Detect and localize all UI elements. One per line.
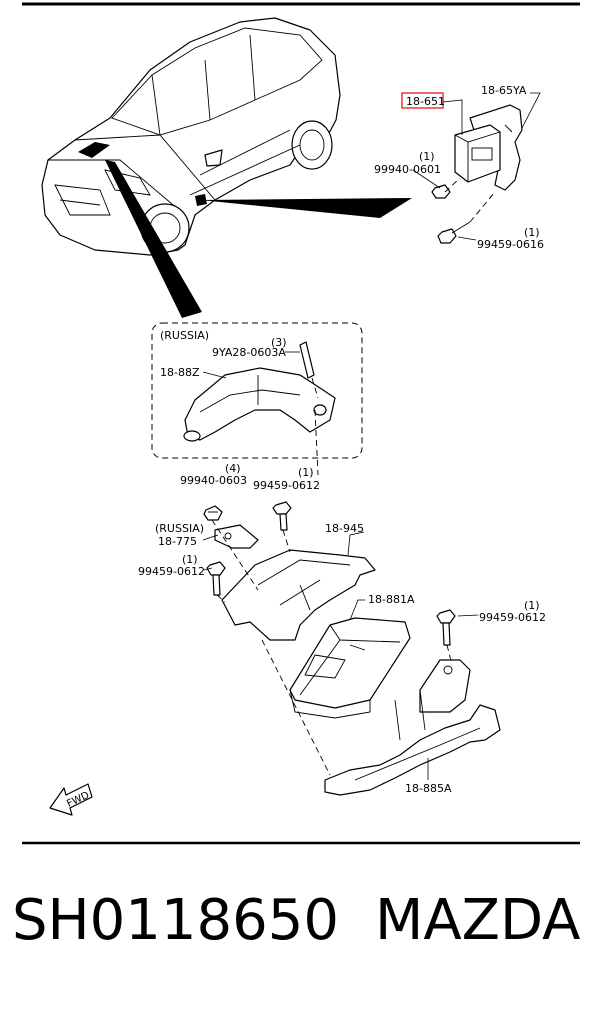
vehicle-illustration xyxy=(41,17,341,256)
label-18-885A[interactable]: 18-885A xyxy=(405,782,452,795)
label-99459-0612-mid[interactable]: 99459-0612 xyxy=(253,479,320,492)
cover-part xyxy=(183,341,336,442)
label-bolt-russia-qty: (3) xyxy=(271,336,287,349)
ecu-18-881A xyxy=(289,617,411,719)
label-18-651[interactable]: 18-651 xyxy=(406,95,445,108)
nut-99940-0603 xyxy=(203,505,223,521)
label-nut-top-qty: (1) xyxy=(419,150,435,163)
label-99459-0612-left[interactable]: 99459-0612 xyxy=(138,565,205,578)
label-18-88Z[interactable]: 18-88Z xyxy=(160,366,200,379)
label-nut-mid-qty: (4) xyxy=(225,462,241,475)
label-99940-0603[interactable]: 99940-0603 xyxy=(180,474,247,487)
bolt-mid xyxy=(272,501,292,531)
label-18-881A[interactable]: 18-881A xyxy=(368,593,415,606)
bolt-left xyxy=(206,561,226,596)
label-18-65YA[interactable]: 18-65YA xyxy=(481,84,527,97)
label-bolt-right-qty: (1) xyxy=(524,599,540,612)
label-9YA28-0603A[interactable]: 9YA28-0603A xyxy=(212,346,286,359)
target-highlight-box xyxy=(401,92,444,109)
label-russia-note: (RUSSIA) xyxy=(155,522,204,535)
bracket-18-775 xyxy=(214,524,259,549)
label-99459-0616[interactable]: 99459-0616 xyxy=(477,238,544,251)
label-bolt-mid-qty: (1) xyxy=(298,466,314,479)
label-bolt-left-qty: (1) xyxy=(182,553,198,566)
fwd-arrow-icon: FWD xyxy=(49,783,93,816)
part-number: SH0118650 xyxy=(12,888,340,953)
bolt-right xyxy=(436,609,456,666)
footer: SH0118650 MAZDA xyxy=(0,888,600,978)
pointer-to-ecu xyxy=(105,160,202,318)
label-18-775[interactable]: 18-775 xyxy=(158,535,197,548)
bracket-18-885A xyxy=(324,659,501,796)
brand-name: MAZDA xyxy=(375,888,581,953)
module-assembly xyxy=(431,104,523,244)
label-russia-box: (RUSSIA) xyxy=(160,329,209,342)
bracket-18-945 xyxy=(221,549,376,641)
label-18-945[interactable]: 18-945 xyxy=(325,522,364,535)
russia-variant-box xyxy=(151,322,363,459)
label-99459-0612-right[interactable]: 99459-0612 xyxy=(479,611,546,624)
label-bolt-top-qty: (1) xyxy=(524,226,540,239)
label-99940-0601[interactable]: 99940-0601 xyxy=(374,163,441,176)
pointer-to-module xyxy=(200,198,412,218)
location-marker-hood xyxy=(78,142,110,158)
